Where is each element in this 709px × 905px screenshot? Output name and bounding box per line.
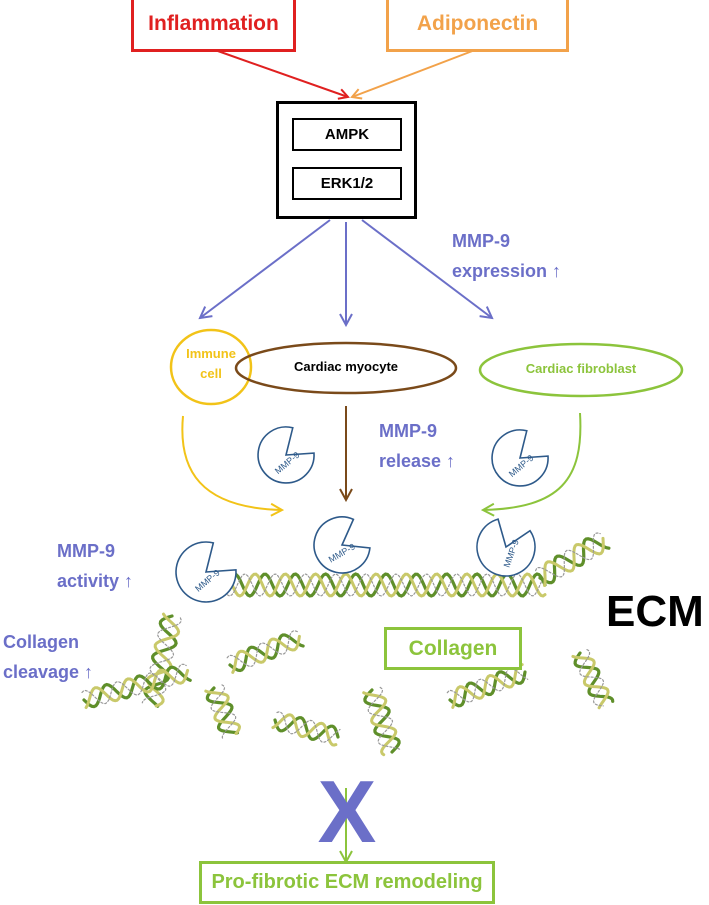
- collagen-helix: [446, 662, 529, 709]
- cleavage-line-2: cleavage ↑: [3, 662, 94, 682]
- immune-cell-outline: [169, 328, 253, 406]
- adiponectin-label: Adiponectin: [416, 12, 539, 35]
- collagen-helix: [571, 649, 615, 710]
- release-line-1: MMP-9: [379, 421, 437, 441]
- release-line-2: release ↑: [379, 451, 456, 471]
- adiponectin-box: Adiponectin: [386, 0, 569, 52]
- collagen-helix: [210, 572, 547, 598]
- mmp9-enzyme: MMP-9: [257, 426, 315, 484]
- immune-line-2: cell: [200, 366, 222, 381]
- collagen-helix: [204, 684, 242, 740]
- arrow-adiponectin-to-kinases: [352, 49, 476, 97]
- collagen-helix: [141, 612, 182, 708]
- mmp9-activity-annotation: MMP-9 activity ↑: [57, 536, 133, 596]
- collagen-helix: [362, 686, 401, 757]
- collagen-helix: [535, 532, 611, 587]
- collagen-helices: [81, 532, 615, 757]
- arrow-immune-to-ecm: [181, 415, 282, 510]
- mmp9-release-annotation: MMP-9 release ↑: [379, 416, 455, 476]
- kinase-box: AMPK ERK1/2: [276, 101, 417, 219]
- arrow-fibroblast-to-ecm: [483, 412, 582, 510]
- collagen-helix: [226, 630, 305, 674]
- ecm-label: ECM: [606, 587, 704, 636]
- expression-line-2: expression ↑: [452, 261, 562, 281]
- collagen-cleavage-annotation: Collagen cleavage ↑: [3, 627, 93, 687]
- ampk-label: AMPK: [324, 126, 370, 143]
- erk-box: ERK1/2: [292, 167, 402, 200]
- activity-line-2: activity ↑: [57, 571, 134, 591]
- erk-label: ERK1/2: [320, 175, 374, 192]
- ampk-box: AMPK: [292, 118, 402, 151]
- mmp9-expression-annotation: MMP-9 expression ↑: [452, 226, 561, 286]
- immune-cell-label: Immune cell: [171, 344, 251, 384]
- collagen-helix: [81, 663, 192, 710]
- cardiac-fibroblast-outline: [478, 342, 684, 398]
- cleavage-line-1: Collagen: [3, 632, 80, 652]
- mmp9-enzyme: MMP-9: [175, 541, 237, 603]
- collagen-box: Collagen: [384, 627, 522, 670]
- immune-line-1: Immune: [186, 346, 236, 361]
- cardiac-fibroblast-label: Cardiac fibroblast: [525, 361, 637, 376]
- block-x-mark: X: [317, 762, 377, 861]
- mmp9-enzyme: MMP-9: [476, 518, 536, 577]
- inflammation-label: Inflammation: [148, 12, 279, 35]
- arrow-inflammation-to-kinases: [214, 49, 348, 97]
- cardiac-myocyte-outline: [234, 341, 458, 395]
- arrow-kinases-to-fibroblast: [361, 219, 492, 318]
- collagen-label: Collagen: [408, 636, 498, 660]
- activity-line-1: MMP-9: [57, 541, 115, 561]
- mmp9-enzyme: MMP-9: [313, 516, 371, 574]
- outcome-box: Pro-fibrotic ECM remodeling: [199, 861, 495, 904]
- cardiac-myocyte-label: Cardiac myocyte: [293, 359, 399, 374]
- arrow-kinases-to-immune: [200, 219, 331, 318]
- outcome-label: Pro-fibrotic ECM remodeling: [211, 871, 483, 893]
- expression-line-1: MMP-9: [452, 231, 510, 251]
- inflammation-box: Inflammation: [131, 0, 296, 52]
- collagen-helix: [271, 711, 341, 747]
- mmp9-enzyme: MMP-9: [491, 429, 549, 487]
